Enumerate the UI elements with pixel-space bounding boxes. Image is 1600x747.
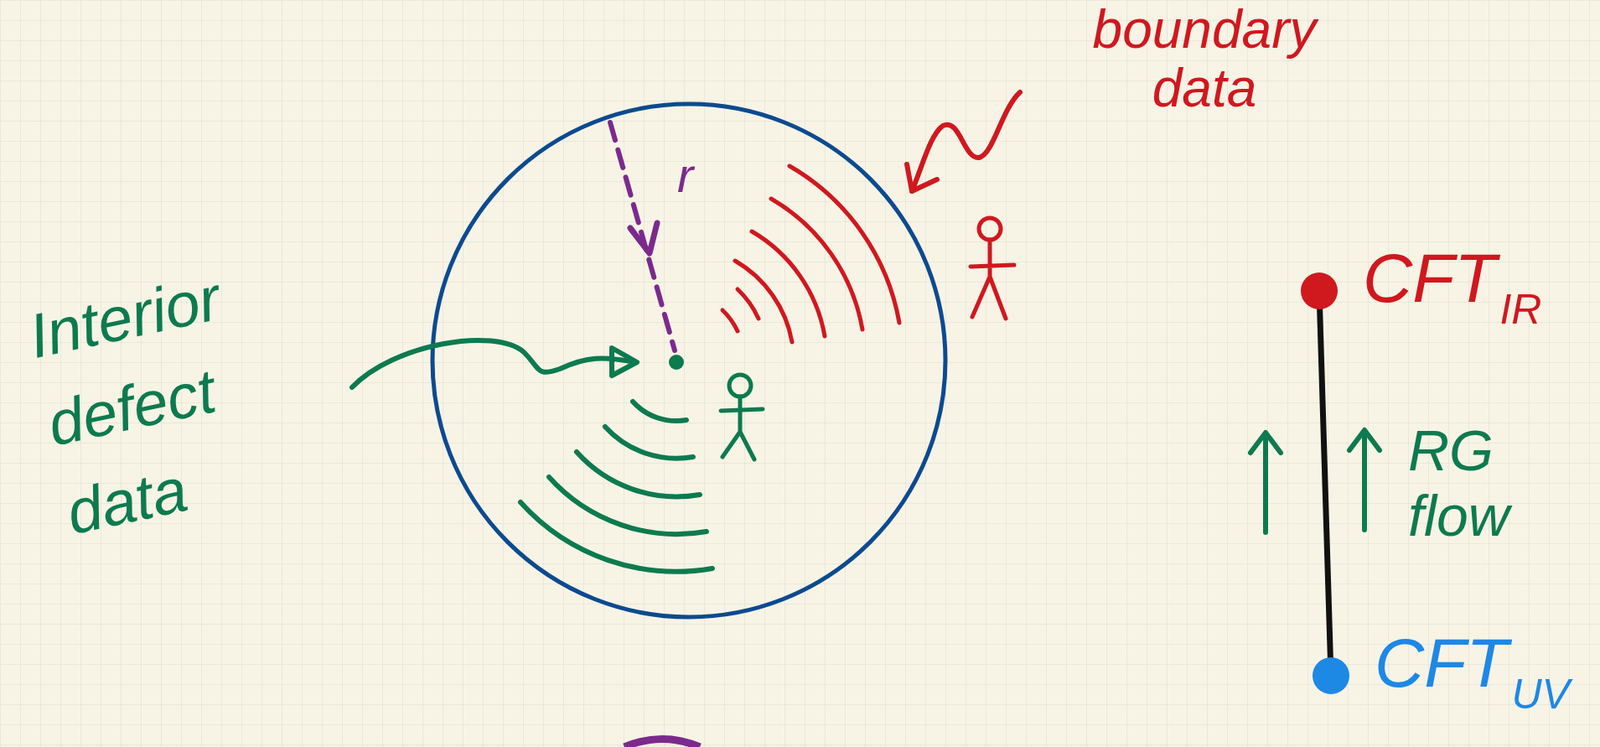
defect-point: [668, 354, 684, 370]
boundary-label: boundary data: [1057, 0, 1352, 119]
ir-fixed-point: CFTIR: [1300, 272, 1338, 310]
radial-arrowhead: [630, 222, 658, 254]
boundary-observer: [970, 217, 1015, 319]
purple-mark: [624, 739, 700, 747]
fixed-point-name: CFTUV: [1374, 623, 1570, 703]
boundary-callout-arrow: [906, 92, 1021, 192]
defect-waves: [520, 401, 713, 572]
defect-callout-arrow: [352, 340, 637, 388]
rg-flow-label: RG flow: [1408, 417, 1576, 549]
radial-line: [610, 122, 675, 351]
fixed-point-dot: [1312, 657, 1350, 694]
boundary-waves: [722, 165, 900, 342]
line: [1320, 309, 1331, 658]
theory-subscript: IR: [1499, 285, 1542, 333]
dot: [1312, 657, 1350, 694]
theory-subscript: UV: [1511, 670, 1569, 718]
theory-name: CFT: [1362, 239, 1497, 316]
interior-observer: [720, 374, 763, 460]
fixed-point-name: CFTIR: [1362, 238, 1542, 318]
radius-label: r: [677, 150, 728, 200]
theory-name: CFT: [1374, 624, 1508, 701]
dot: [1300, 272, 1338, 310]
rg-flow-arrows: [1250, 429, 1380, 533]
fixed-point-dot: [1300, 272, 1338, 310]
uv-fixed-point: CFTUV: [1312, 657, 1350, 694]
defect-label: Interior defect data: [20, 233, 360, 558]
boundary-circle: [432, 103, 946, 617]
rg-flow-line: [1320, 309, 1331, 658]
